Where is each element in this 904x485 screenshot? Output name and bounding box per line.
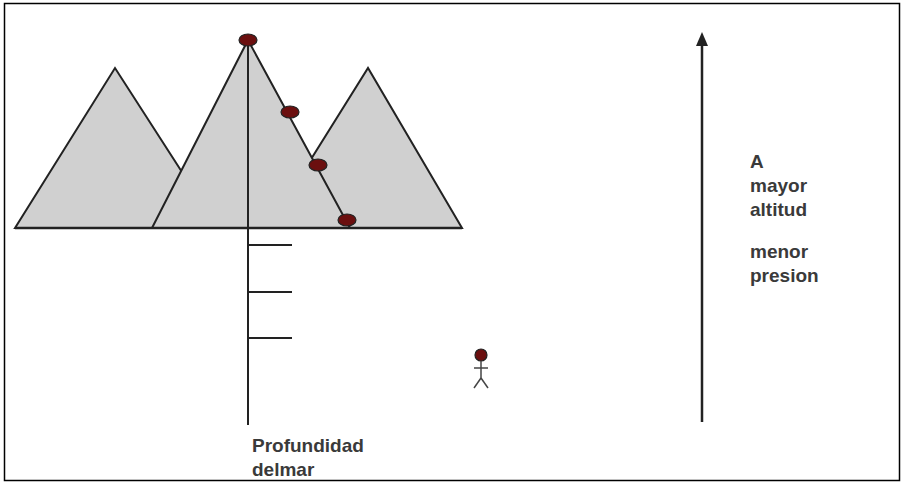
frame — [5, 4, 900, 481]
annotation-label: menor presion — [750, 240, 819, 288]
depth-tick — [248, 291, 292, 293]
depth-tick — [248, 244, 292, 246]
annotation-label: A mayor altitud — [750, 150, 807, 222]
height-axis — [247, 40, 249, 425]
depth-tick — [248, 337, 292, 339]
mountain-middle — [152, 40, 350, 228]
up-arrow — [696, 32, 708, 422]
sea-level-line — [15, 227, 462, 230]
altitude-dots — [239, 34, 356, 226]
stick-figure — [474, 349, 488, 388]
annotation-label: Profundidad delmar — [252, 434, 364, 482]
